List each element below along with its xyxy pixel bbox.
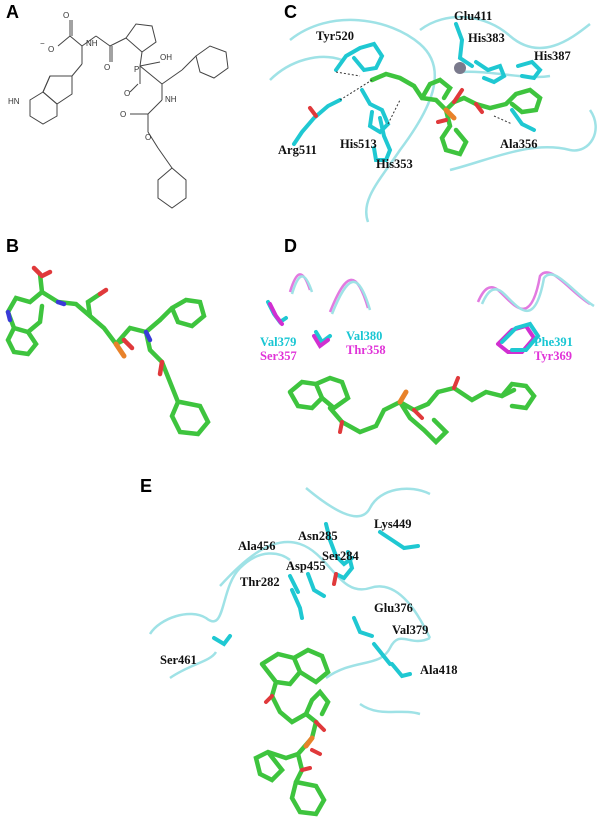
protein-residues [292,22,543,162]
label-ala456: Ala456 [238,539,276,553]
protein-residues [212,522,420,679]
label-ala356: Ala356 [500,137,538,151]
atom-carbamate-nh: NH [165,95,177,104]
atom-p-oxygen: O [124,89,130,98]
label-glu411: Glu411 [454,9,492,23]
atom-o1: O [63,11,69,20]
panel-e-letter: E [140,476,153,496]
ligand [369,71,543,157]
panel-c: C [250,0,609,230]
protein-ribbon [148,487,432,716]
label-val380: Val380 [346,329,382,343]
atom-ester-o: O [145,133,151,142]
label-his383: His383 [468,31,505,45]
label-thr358: Thr358 [346,343,386,357]
label-val379: Val379 [260,335,296,349]
atom-indole-nh: HN [8,97,20,106]
superposition-model: Val379 Ser357 Val380 Thr358 Phe391 Tyr36… [260,271,595,446]
panel-d: D [250,232,609,462]
panel-d-letter: D [284,236,297,256]
label-ser284: Ser284 [322,549,360,563]
atom-amide-nh: NH [86,39,98,48]
label-arg511: Arg511 [278,143,317,157]
binding-pocket-model: Lys449 Asn285 Ala456 Ser284 Asp455 Thr28… [148,487,458,817]
atom-charge: − [40,39,45,48]
label-tyr369: Tyr369 [534,349,572,363]
atom-oh: OH [160,53,172,62]
atom-o2: O [48,45,54,54]
residue-sticks [266,300,541,354]
label-glu376: Glu376 [374,601,413,615]
label-asp455: Asp455 [286,559,326,573]
ligand [287,375,537,446]
hydrogen-bonds [335,71,513,125]
panel-a: A [0,0,240,230]
label-tyr520: Tyr520 [316,29,354,43]
label-ala418: Ala418 [420,663,458,677]
label-his513: His513 [340,137,377,151]
structure-bonds [29,20,229,209]
label-his353: His353 [376,157,413,171]
panel-b-letter: B [6,236,19,256]
label-asn285: Asn285 [298,529,338,543]
panel-e: E [130,468,470,820]
label-ser461: Ser461 [160,653,197,667]
protein-ribbon [269,15,597,223]
zinc-ion [454,62,466,74]
label-lys449: Lys449 [374,517,412,531]
label-phe391: Phe391 [534,335,573,349]
active-site-model: Tyr520 Glu411 His383 His387 Arg511 His51… [269,9,597,223]
panel-c-letter: C [284,2,297,22]
panel-a-letter: A [6,2,19,22]
ligand-stick-model [5,265,211,437]
label-his387: His387 [534,49,571,63]
atom-phosphorus: P [134,65,139,74]
atom-carbonyl-o: O [120,110,126,119]
label-ser357: Ser357 [260,349,297,363]
label-thr282: Thr282 [240,575,280,589]
atom-amide-o: O [104,63,110,72]
ligand [253,647,331,817]
label-val379: Val379 [392,623,428,637]
chemical-structure-diagram: O O − HN NH O P OH O NH O O [8,11,229,209]
ribbons [288,271,595,315]
panel-b: B [0,232,240,462]
